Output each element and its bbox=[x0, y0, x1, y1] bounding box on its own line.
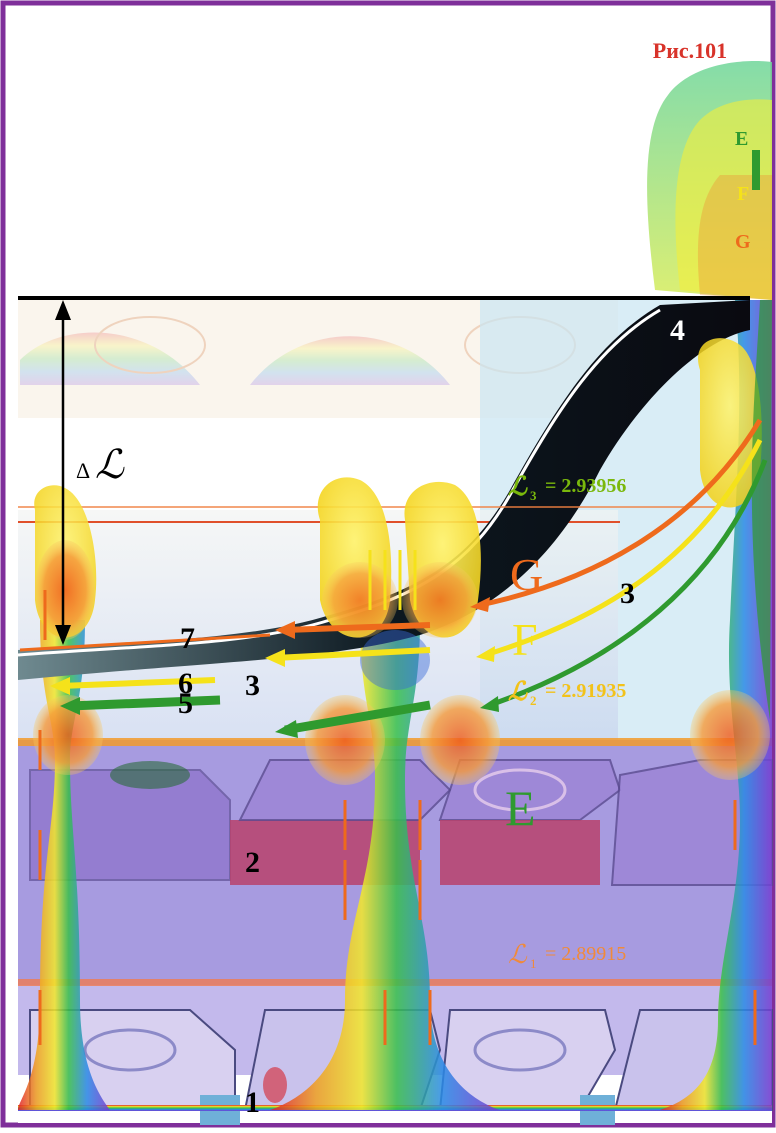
level-2-value: = 2.91935 bbox=[545, 680, 626, 702]
number-3-left: 3 bbox=[245, 669, 260, 702]
label-small-f: F bbox=[737, 183, 749, 205]
label-big-g: G bbox=[510, 549, 543, 600]
label-small-e: E bbox=[735, 128, 748, 150]
level-1-value: = 2.89915 bbox=[545, 943, 626, 965]
level-label-2: ℒ 2 = 2.91935 bbox=[508, 677, 626, 708]
left-tube bbox=[18, 620, 110, 1110]
delta-arrow bbox=[55, 300, 71, 645]
level-3-symbol: ℒ bbox=[508, 472, 528, 501]
level-3-sub: 3 bbox=[530, 488, 537, 503]
number-3-right: 3 bbox=[620, 577, 635, 610]
number-4: 4 bbox=[670, 314, 685, 347]
number-1: 1 bbox=[245, 1086, 260, 1119]
left-blob-group bbox=[33, 485, 103, 775]
field-arrows bbox=[19, 418, 768, 738]
number-5: 5 bbox=[178, 687, 193, 720]
level-3-value: = 2.93956 bbox=[545, 475, 626, 497]
upper-field-dome bbox=[647, 60, 772, 300]
center-blob-group bbox=[305, 477, 500, 785]
level-label-3: ℒ 3 = 2.93956 bbox=[508, 472, 626, 503]
number-7: 7 bbox=[180, 622, 195, 655]
center-tube bbox=[270, 620, 500, 1110]
delta-symbol: Δ bbox=[76, 458, 90, 483]
number-2: 2 bbox=[245, 846, 260, 879]
number-6: 6 bbox=[178, 667, 193, 700]
level-1-symbol: ℒ bbox=[508, 940, 528, 969]
label-big-e: E bbox=[505, 780, 536, 836]
label-small-g: G bbox=[735, 231, 751, 253]
level-label-1: ℒ 1 = 2.89915 bbox=[508, 940, 626, 971]
level-2-sub: 2 bbox=[530, 693, 537, 708]
delta-l-symbol: ℒ bbox=[95, 442, 125, 487]
label-big-f: F bbox=[512, 614, 538, 665]
g-down-arrows bbox=[38, 590, 757, 1045]
level-1-sub: 1 bbox=[530, 956, 537, 971]
figure-caption: Рис.101 bbox=[653, 38, 727, 63]
level-2-symbol: ℒ bbox=[508, 677, 528, 706]
